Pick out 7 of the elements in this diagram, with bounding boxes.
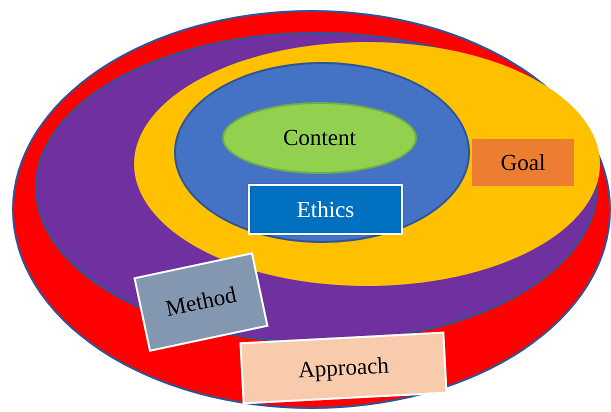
label-box	[248, 184, 403, 235]
label-box	[470, 137, 576, 188]
node-label: Method	[163, 282, 239, 322]
node-label: Approach	[298, 352, 390, 384]
node-label: Content	[283, 125, 356, 151]
node-label: Ethics	[296, 196, 354, 222]
node-label: Goal	[500, 150, 546, 176]
